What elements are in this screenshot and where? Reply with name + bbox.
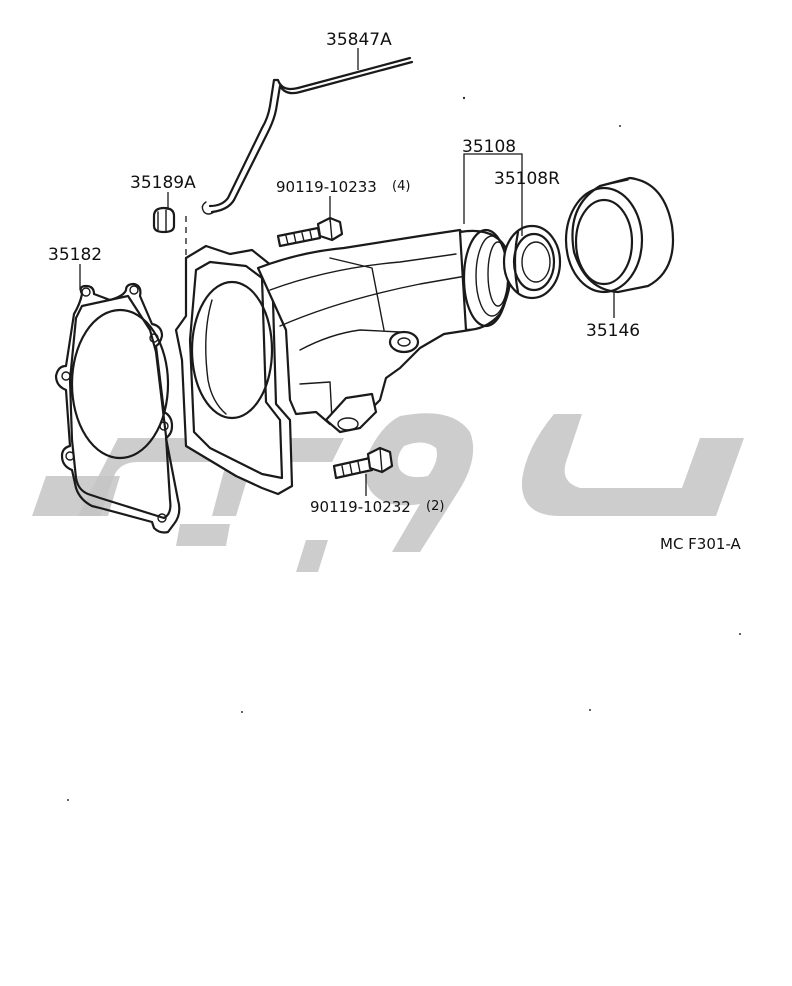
label-90119-10232-qty: (2)	[426, 499, 444, 514]
vent-plug	[152, 206, 176, 234]
label-90119-10232: 90119-10232	[310, 498, 411, 516]
watermark-logo	[32, 413, 744, 572]
label-35847a: 35847A	[326, 30, 392, 50]
gasket	[54, 282, 181, 534]
label-35108r: 35108R	[494, 169, 560, 189]
label-35182: 35182	[48, 245, 102, 265]
label-90119-10233: 90119-10233	[276, 178, 377, 196]
bolt-lower	[332, 446, 394, 480]
diagram-code: MC F301-A	[660, 535, 742, 553]
bolt-upper	[276, 216, 344, 248]
leader-lines	[79, 48, 615, 496]
callout-labels: 35847A 35189A 90119-10233 (4) 35108 3510…	[48, 30, 742, 553]
extension-housing	[174, 228, 512, 496]
label-90119-10233-qty: (4)	[392, 179, 410, 194]
label-35189a: 35189A	[130, 173, 196, 193]
label-35108: 35108	[462, 137, 516, 157]
oil-seal	[502, 224, 562, 300]
label-35146: 35146	[586, 321, 640, 341]
dust-cover	[564, 176, 674, 294]
scan-specks	[67, 96, 741, 801]
vent-tube	[201, 56, 414, 215]
